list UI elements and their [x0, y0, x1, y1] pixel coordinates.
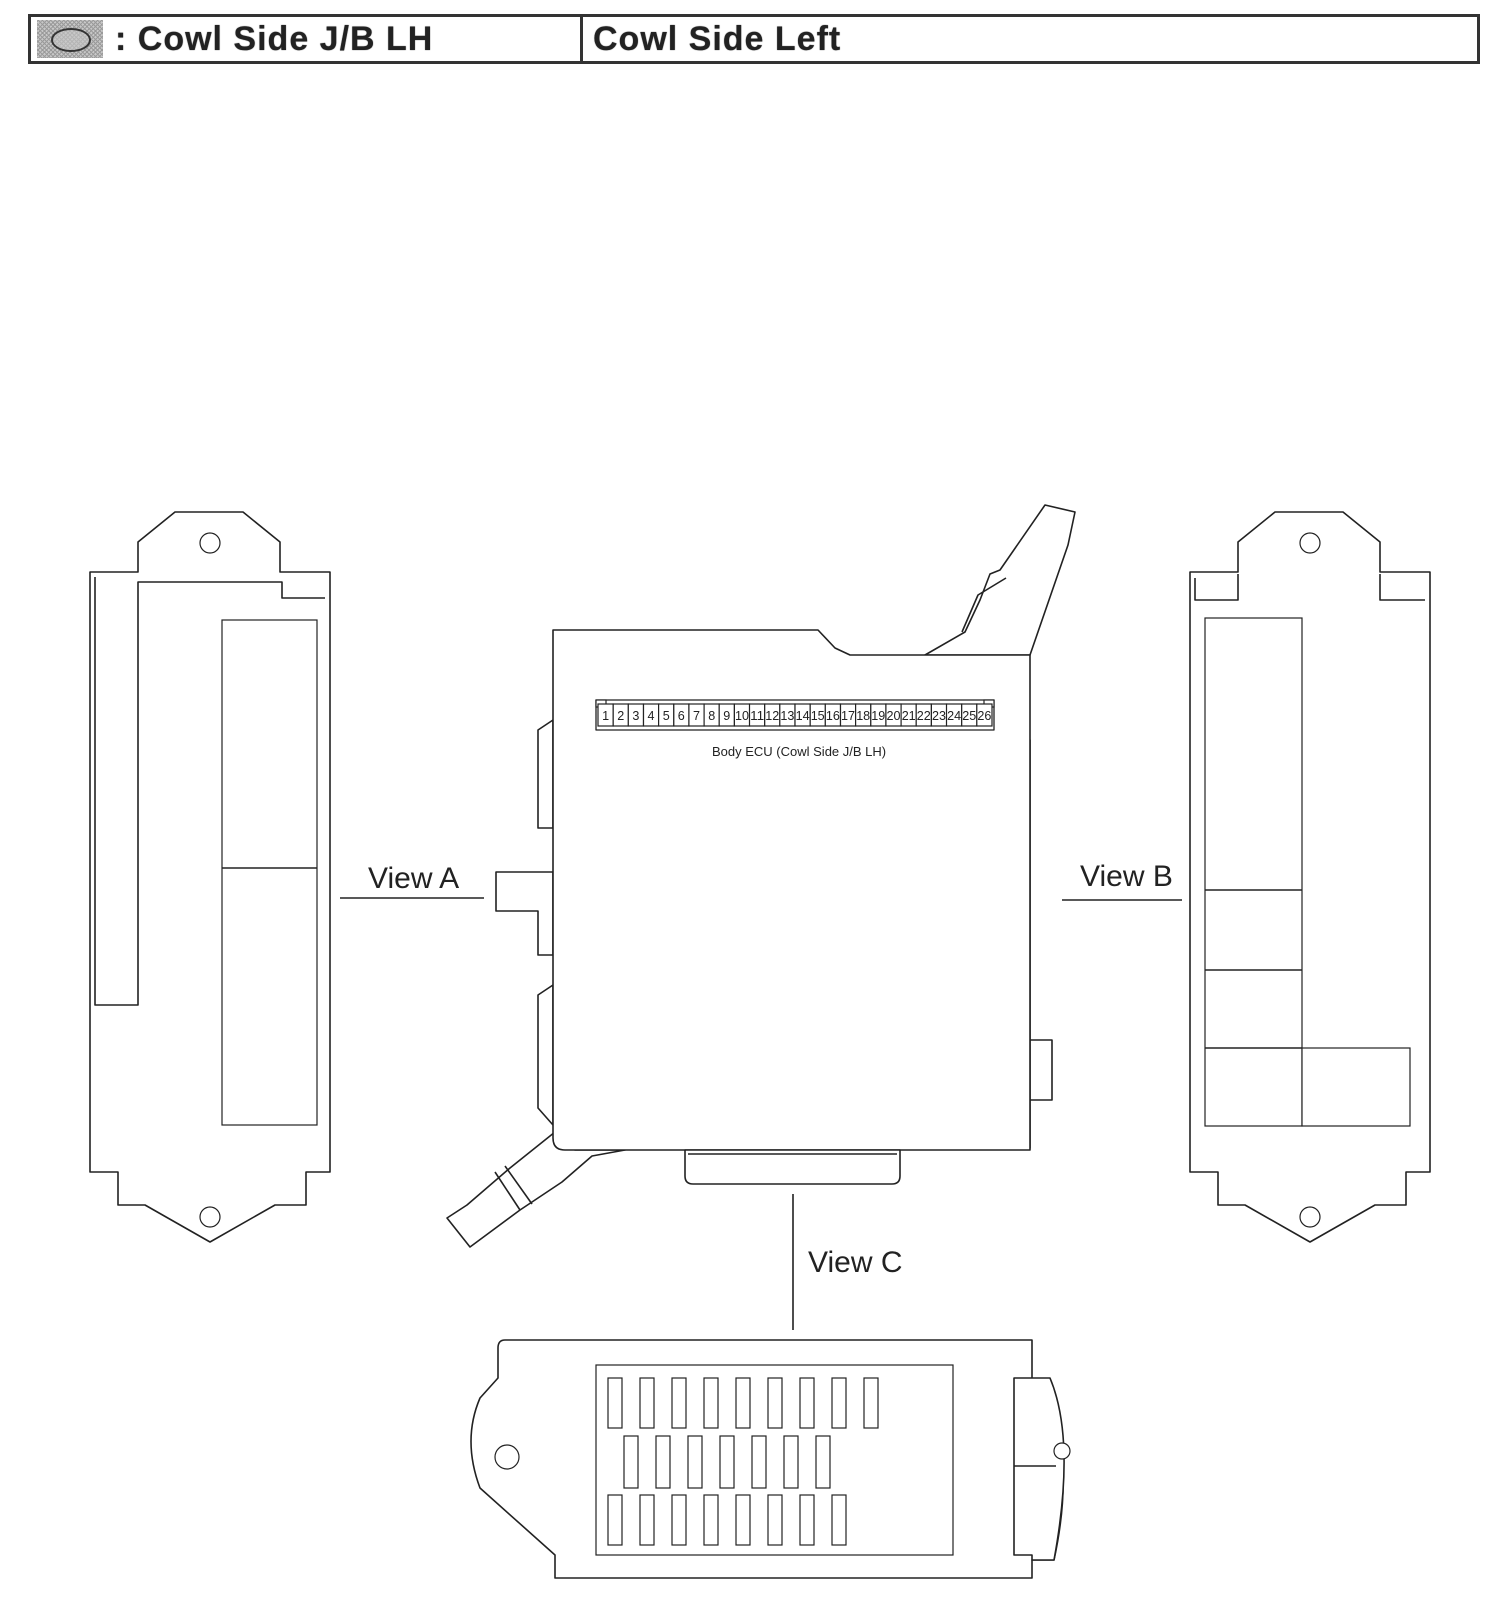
fuse-slot — [607, 1377, 623, 1429]
fuse-slot — [655, 1435, 671, 1489]
fuse-slot — [735, 1494, 751, 1546]
connector-pin-number: 25 — [962, 708, 976, 723]
fuse-slot — [703, 1494, 719, 1546]
location-name-cell: : Cowl Side J/B LH — [31, 17, 583, 61]
connector-pin-number: 10 — [735, 708, 749, 723]
fuse-slot — [815, 1435, 831, 1489]
fuse-slot — [751, 1435, 767, 1489]
connector-pin-number: 16 — [826, 708, 840, 723]
fuse-slot — [719, 1435, 735, 1489]
connector-pin-number: 21 — [902, 708, 916, 723]
connector-pin-number: 12 — [765, 708, 779, 723]
connector-pin-number: 5 — [663, 708, 670, 723]
connector-pin-number: 24 — [947, 708, 961, 723]
connector-pin-number: 7 — [693, 708, 700, 723]
connector-pin-number: 23 — [932, 708, 946, 723]
fuse-slot — [767, 1494, 783, 1546]
connector-pin-number: 18 — [856, 708, 870, 723]
view-b-label: View B — [1080, 860, 1173, 893]
connector-pin-number: 22 — [917, 708, 931, 723]
fuse-slot — [831, 1494, 847, 1546]
view-b-side-panel — [1189, 511, 1431, 1243]
cowl-side-jb-symbol-icon — [37, 20, 103, 58]
fuse-slot — [799, 1377, 815, 1429]
fuse-slot — [671, 1494, 687, 1546]
connector-pin-number: 2 — [617, 708, 624, 723]
fuse-slot — [703, 1377, 719, 1429]
fuse-slot — [735, 1377, 751, 1429]
location-area: Cowl Side Left — [593, 19, 842, 58]
fuse-slot — [639, 1494, 655, 1546]
connector-pin-number: 11 — [750, 708, 764, 723]
center-junction-block — [446, 504, 1076, 1248]
connector-pin-number: 8 — [708, 708, 715, 723]
view-c-label: View C — [808, 1246, 902, 1279]
fuse-slot — [863, 1377, 879, 1429]
connector-pin-number: 14 — [796, 708, 810, 723]
fuse-slot — [607, 1494, 623, 1546]
fuse-slot — [687, 1435, 703, 1489]
location-area-cell: Cowl Side Left — [583, 17, 1477, 61]
connector-pin-number: 3 — [632, 708, 639, 723]
view-a-side-panel — [89, 511, 331, 1243]
location-name: : Cowl Side J/B LH — [115, 19, 434, 58]
connector-pin-number: 26 — [977, 708, 991, 723]
fuse-slot — [671, 1377, 687, 1429]
fuse-slot — [831, 1377, 847, 1429]
location-header: : Cowl Side J/B LH Cowl Side Left — [28, 14, 1480, 64]
fuse-slot — [767, 1377, 783, 1429]
connector-pin-number: 4 — [648, 708, 655, 723]
view-c-bottom-panel — [470, 1339, 1071, 1579]
fuse-slot — [639, 1377, 655, 1429]
fuse-slot — [783, 1435, 799, 1489]
connector-pin-number: 20 — [887, 708, 901, 723]
connector-pin-number: 13 — [780, 708, 794, 723]
connector-caption: Body ECU (Cowl Side J/B LH) — [712, 744, 886, 759]
connector-pin-number: 15 — [811, 708, 825, 723]
connector-pin-number: 19 — [871, 708, 885, 723]
view-a-label: View A — [368, 862, 459, 895]
connector-pin-number: 9 — [723, 708, 730, 723]
fuse-slot — [799, 1494, 815, 1546]
connector-pin-cell — [976, 703, 993, 727]
connector-pin-number: 1 — [602, 708, 609, 723]
fuse-slot — [623, 1435, 639, 1489]
connector-pin-number: 17 — [841, 708, 855, 723]
connector-pin-number: 6 — [678, 708, 685, 723]
